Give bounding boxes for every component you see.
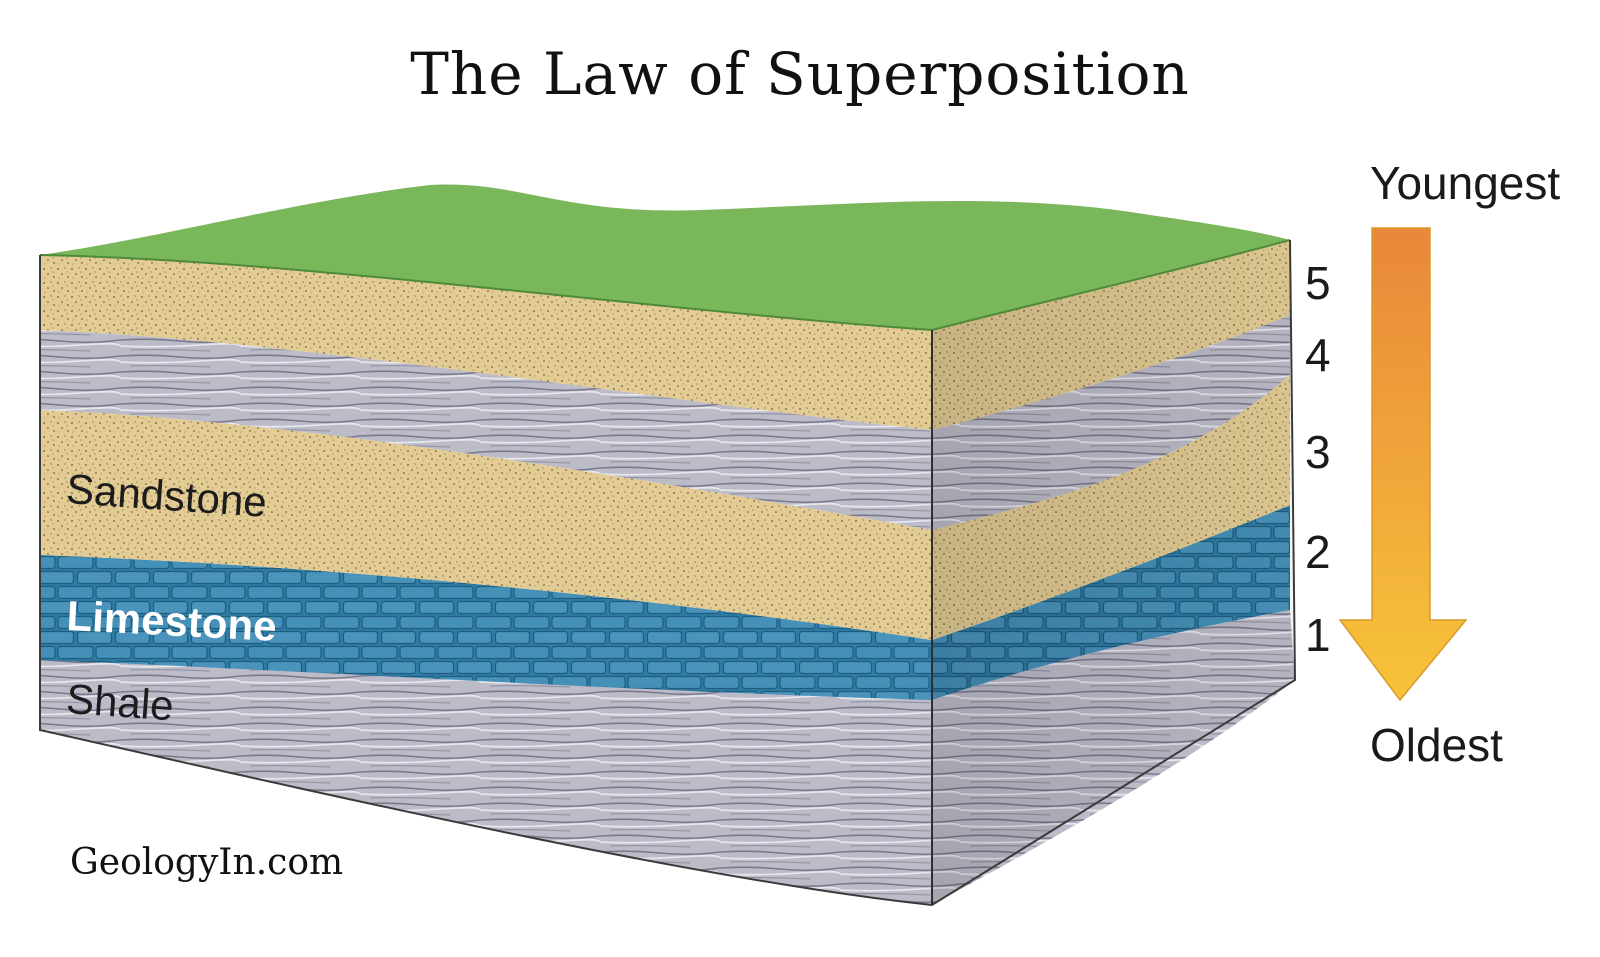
layer-5-sandstone-front <box>40 255 932 430</box>
layer-number-4: 4 <box>1305 329 1331 381</box>
shale-label: Shale <box>64 675 176 730</box>
source-watermark: GeologyIn.com <box>70 842 344 883</box>
front-face <box>40 255 932 905</box>
youngest-label: Youngest <box>1370 157 1561 209</box>
layer-2-limestone-front <box>40 555 932 700</box>
side-face <box>932 240 1295 905</box>
layer-3-sandstone-front <box>40 410 932 640</box>
layer-number-5: 5 <box>1305 257 1331 309</box>
age-arrow <box>1338 227 1468 702</box>
layer-number-1: 1 <box>1305 609 1331 661</box>
page-title: The Law of Superposition <box>410 40 1190 108</box>
oldest-label: Oldest <box>1370 719 1503 771</box>
layer-number-3: 3 <box>1305 426 1331 478</box>
layer-1-shale-front <box>40 657 932 905</box>
layer-4-shale-front <box>40 330 932 530</box>
layer-number-2: 2 <box>1305 526 1331 578</box>
ground-surface <box>40 184 1290 330</box>
